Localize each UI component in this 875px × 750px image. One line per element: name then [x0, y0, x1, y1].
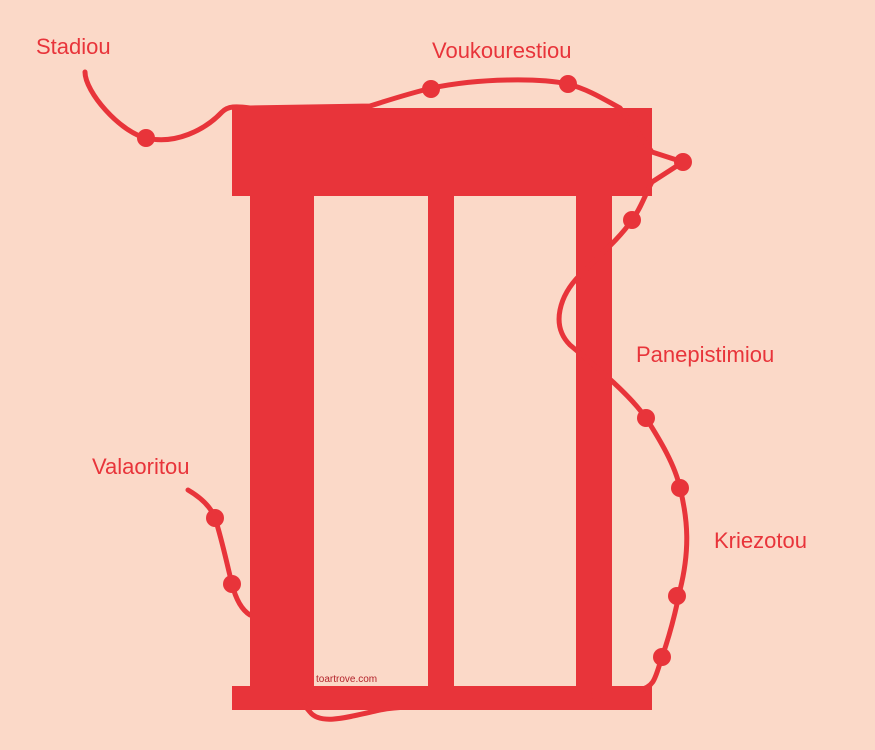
pi-left-leg: [250, 196, 314, 688]
pi-center-leg: [428, 196, 454, 688]
route-marker: [653, 648, 671, 666]
pi-right-leg: [576, 196, 612, 688]
label-kriezotou: Kriezotou: [714, 528, 807, 553]
label-voukourestiou: Voukourestiou: [432, 38, 571, 63]
credit-text: toartrove.com: [316, 674, 377, 685]
route-marker: [674, 153, 692, 171]
route-line: [82, 69, 690, 722]
pi-shape: [232, 108, 652, 710]
route-marker: [422, 80, 440, 98]
route-marker: [671, 479, 689, 497]
route-marker: [137, 129, 155, 147]
route-marker: [206, 509, 224, 527]
label-stadiou: Stadiou: [36, 34, 111, 59]
route-marker: [559, 75, 577, 93]
route-marker: [637, 409, 655, 427]
label-valaoritou: Valaoritou: [92, 454, 189, 479]
route-marker: [623, 211, 641, 229]
route-marker: [223, 575, 241, 593]
route-marker: [668, 587, 686, 605]
route-line-valaoritou: [185, 487, 253, 618]
label-panepistimiou: Panepistimiou: [636, 342, 774, 367]
pi-top-bar: [232, 108, 652, 196]
route-markers: [137, 75, 692, 666]
